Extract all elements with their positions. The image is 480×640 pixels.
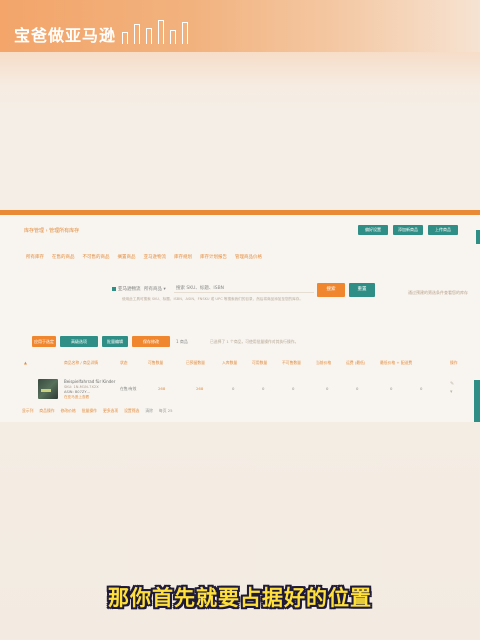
col-product[interactable]: 商品名称 / 商品详情 [64,360,99,365]
product-asin: ASIN: B07ZY… [64,390,91,394]
row-inbound: 0 [232,386,235,391]
advanced-options-button[interactable]: 高级选项 [60,336,98,347]
add-product-button[interactable]: 添加新商品 [393,225,423,235]
col-usable[interactable]: 可用数量 [252,360,268,365]
background-floor [0,422,480,640]
chevron-down-icon: ▾ [163,287,166,292]
nav-item-suppressed[interactable]: 搁置商品 [117,255,136,260]
feedback-tab[interactable] [474,380,480,426]
banner-title: 宝爸做亚马逊 [14,26,117,45]
row-price[interactable]: 0 [326,386,329,391]
bulk-note: 已选择了 1 个商品，可使用批量操作对其执行操作。 [210,339,299,344]
subtitle-caption: 那你首先就要占据好的位置 [108,586,372,610]
footer-link-price[interactable]: 修改价格 [60,408,76,413]
bulk-edit-button[interactable]: 批量编辑 [102,336,128,347]
table-header: ▲ 商品名称 / 商品详情 状态 可售数量 已预留数量 入库数量 可用数量 不可… [24,360,464,370]
banner-haze [0,52,480,110]
nav-item-report[interactable]: 库存计划报告 [200,255,227,260]
nav-item-inactive[interactable]: 不可售的商品 [82,255,110,260]
view-on-amazon-link[interactable]: 在亚马逊上查看 [64,395,90,399]
preferences-button[interactable]: 偏好设置 [358,225,388,235]
product-select-label: 所有商品 [144,287,162,292]
search-input[interactable]: 搜索 SKU、标题、ISBN [174,285,314,293]
col-price[interactable]: 当前价格 [316,360,332,365]
footer-link-more[interactable]: 更多选项 [102,408,119,413]
upload-button[interactable]: 上传商品 [428,225,458,235]
row-actions[interactable]: ✎ ▾ [450,380,458,396]
side-tab[interactable] [476,230,480,244]
product-sku: SKU: 1N-M1N-7X2X [64,385,99,389]
banner: 宝爸做亚马逊 [0,0,480,52]
edit-icon[interactable]: ✎ [450,381,455,387]
row-available[interactable]: 268 [158,386,166,391]
footer-link-bulk[interactable]: 批量操作 [81,408,97,413]
save-changes-button[interactable]: 保存修改 [132,336,170,347]
seller-central-panel: 库存管理 › 管理所有库存 偏好设置 添加新商品 上传商品 所有库存 在售的商品… [0,210,480,426]
more-icon[interactable]: ▾ [450,389,453,395]
reset-button[interactable]: 重置 [349,283,375,297]
nav-item-all[interactable]: 所有库存 [26,255,44,260]
nav-item-pricing[interactable]: 管理商品价格 [235,255,262,260]
row-fee: 0 [420,386,423,391]
row-shipping: 0 [356,386,359,391]
nav-item-fba[interactable]: 亚马逊物流 [143,255,167,260]
row-usable: 0 [262,386,265,391]
footer-links: 显示列 商品操作 修改价格 批量操作 更多选项 设置筛选 清除 每页 25 [22,408,173,414]
col-reserved[interactable]: 已预留数量 [186,360,205,365]
table-row[interactable]: Beispielfahrrad für Kinder SKU: 1N-M1N-7… [24,376,464,402]
col-lowest-price[interactable]: 最低价格 + 配送费 [380,360,413,365]
footer-link-columns[interactable]: 显示列 [22,408,34,413]
bulk-count: 1 商品 [176,339,188,344]
inventory-nav: 所有库存 在售的商品 不可售的商品 搁置商品 亚马逊物流 库存规划 库存计划报告… [26,254,262,260]
footer-link-actions[interactable]: 商品操作 [39,408,55,413]
row-reserved[interactable]: 268 [196,386,204,391]
panel-topbar [0,210,480,215]
row-status: 在售/有效 [120,386,137,391]
row-unsellable: 0 [292,386,295,391]
search-hint: 使用此工具可搜索 SKU、标题、ISBN、ASIN、FNSKU 或 UPC 等搜… [122,297,303,301]
search-button[interactable]: 搜索 [317,283,345,297]
apply-selected-button[interactable]: 应用于选定 [32,336,56,347]
sort-icon[interactable]: ▲ [24,360,27,365]
nav-item-active[interactable]: 在售的商品 [52,255,75,260]
fba-checkbox[interactable]: 亚马逊物流 [112,286,141,292]
filter-link[interactable]: 通过预建的筛选条件查看您的库存 [408,290,468,295]
footer-page-size[interactable]: 每页 25 [158,408,173,413]
col-status[interactable]: 状态 [120,360,128,365]
fba-checkbox-label: 亚马逊物流 [118,287,141,292]
product-thumbnail[interactable] [38,379,58,399]
nav-item-planning[interactable]: 库存规划 [174,255,192,260]
search-row: 亚马逊物流 所有商品 ▾ 搜索 SKU、标题、ISBN 使用此工具可搜索 SKU… [112,283,382,303]
col-unsellable[interactable]: 不可售数量 [282,360,301,365]
product-select[interactable]: 所有商品 ▾ [144,286,166,292]
checkbox-icon[interactable] [112,286,116,291]
col-available[interactable]: 可售数量 [148,360,164,365]
footer-link-clear[interactable]: 清除 [145,408,153,413]
col-inbound[interactable]: 入库数量 [222,360,238,365]
footer-link-filter[interactable]: 设置筛选 [124,408,140,413]
bar-graph-icon [122,16,192,44]
action-row: 应用于选定 高级选项 批量编辑 保存修改 1 商品 已选择了 1 个商品，可使用… [32,336,452,348]
breadcrumb[interactable]: 库存管理 › 管理所有库存 [24,228,80,234]
product-title[interactable]: Beispielfahrrad für Kinder [64,379,116,384]
col-shipping[interactable]: 运费 (最低) [346,360,366,365]
row-lowest: 0 [390,386,393,391]
col-actions: 操作 [450,360,458,365]
